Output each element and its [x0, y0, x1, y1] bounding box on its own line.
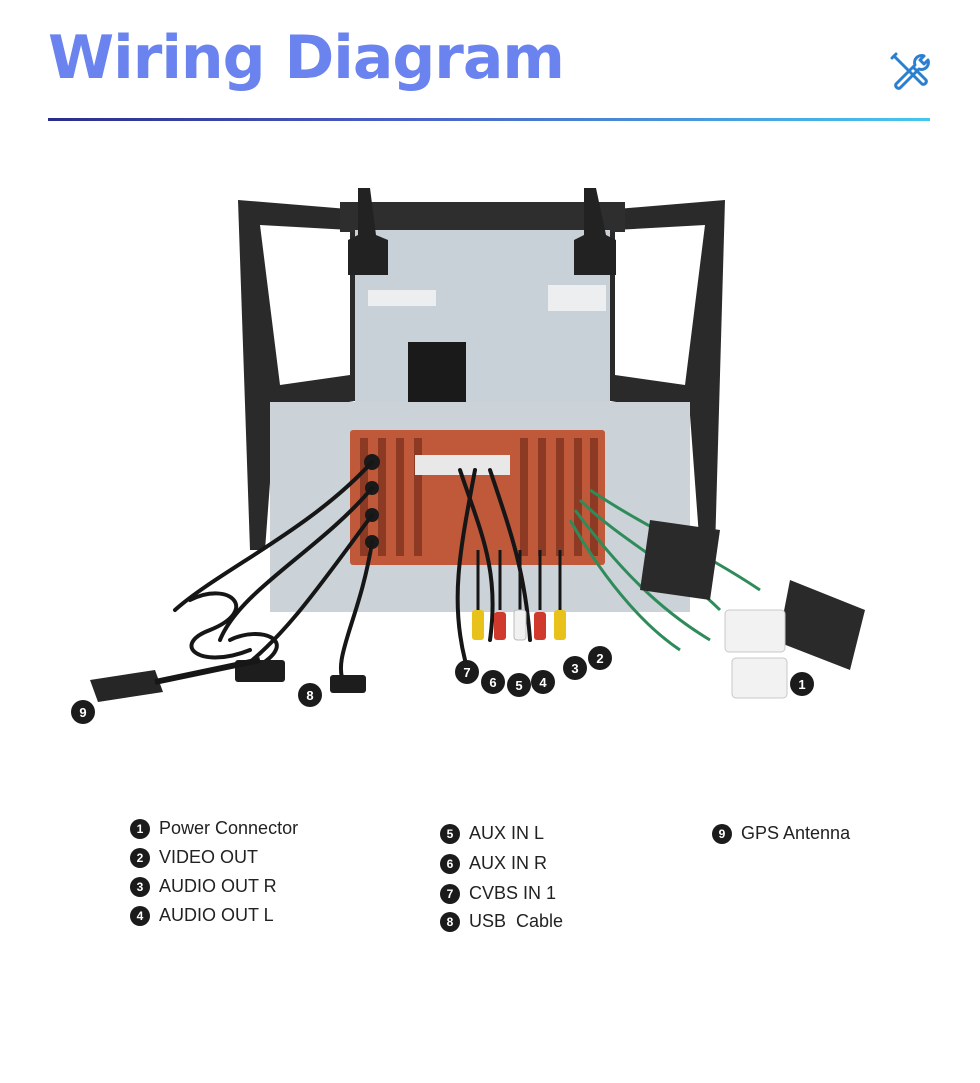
legend-item: 6 AUX IN R — [440, 853, 547, 874]
legend-label: GPS Antenna — [741, 823, 851, 843]
legend-number: 8 — [440, 911, 460, 932]
title-divider — [48, 118, 930, 121]
legend-number: 9 — [712, 823, 732, 844]
callout-6: 6 — [481, 670, 505, 694]
legend-item: 1 Power Connector — [130, 818, 298, 839]
callout-2: 2 — [588, 646, 612, 670]
legend-item: 3 AUDIO OUT R — [130, 876, 277, 897]
legend-number: 2 — [130, 847, 150, 868]
tools-icon — [890, 52, 930, 90]
callout-5: 5 — [507, 673, 531, 697]
legend-number: 5 — [440, 823, 460, 844]
legend-label: VIDEO OUT — [159, 847, 259, 867]
callout-8: 8 — [298, 683, 322, 707]
legend-item: 7 CVBS IN 1 — [440, 883, 556, 904]
legend-label: AUX IN L — [469, 823, 545, 843]
legend-item: 2 VIDEO OUT — [130, 847, 258, 868]
legend-number: 1 — [130, 818, 150, 839]
callout-9: 9 — [71, 700, 95, 724]
legend-item: 4 AUDIO OUT L — [130, 905, 274, 926]
callout-7: 7 — [455, 660, 479, 684]
page-title: Wiring Diagram — [48, 23, 565, 93]
legend-label: CVBS IN 1 — [469, 883, 557, 903]
legend-label: Power Connector — [159, 818, 299, 838]
legend-label: AUX IN R — [469, 853, 548, 873]
legend-label: AUDIO OUT L — [159, 905, 274, 925]
legend-number: 6 — [440, 853, 460, 874]
legend-number: 7 — [440, 883, 460, 904]
head-unit-photo — [90, 188, 865, 702]
legend-number: 3 — [130, 876, 150, 897]
legend-item: 8 USB Cable — [440, 911, 563, 932]
callout-3: 3 — [563, 656, 587, 680]
callout-4: 4 — [531, 670, 555, 694]
legend-number: 4 — [130, 905, 150, 926]
legend-label: USB Cable — [469, 911, 564, 931]
legend-label: AUDIO OUT R — [159, 876, 277, 896]
callout-1: 1 — [790, 672, 814, 696]
legend-item: 9 GPS Antenna — [712, 823, 850, 844]
legend-item: 5 AUX IN L — [440, 823, 544, 844]
